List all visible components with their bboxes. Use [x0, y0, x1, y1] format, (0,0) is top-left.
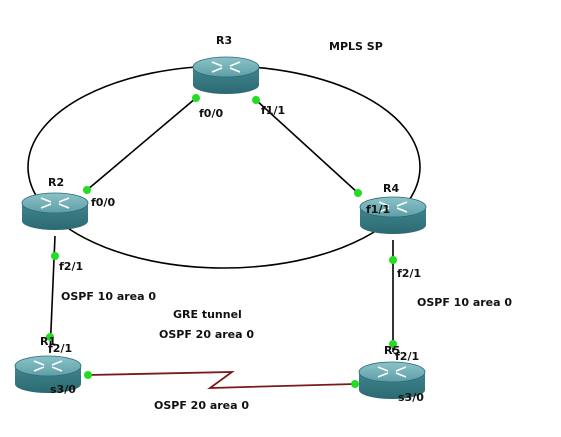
- router-r3-icon: [192, 56, 260, 94]
- port-dot-r2-f00: [83, 186, 91, 194]
- r1-s30-label: s3/0: [50, 383, 76, 396]
- r4-f21-label: f2/1: [397, 267, 422, 280]
- router-r4-label: R4: [383, 182, 400, 195]
- mpls-cloud-ellipse: [27, 65, 421, 269]
- r3-f11-label: f1/1: [261, 104, 286, 117]
- port-dot-r1-s30: [84, 371, 92, 379]
- router-r1-label: R1: [40, 335, 57, 348]
- port-dot-r4-f11: [354, 189, 362, 197]
- port-dot-r5-f21: [389, 340, 397, 348]
- r4-f11-label: f1/1: [366, 203, 391, 216]
- link-r1-r5-serial: [87, 371, 356, 389]
- serial-area-annotation: OSPF 20 area 0: [154, 399, 250, 412]
- port-dot-r4-f21: [389, 256, 397, 264]
- port-dot-r3-f00: [192, 94, 200, 102]
- gre-area-annotation: OSPF 20 area 0: [159, 328, 255, 341]
- ospf-left-annotation: OSPF 10 area 0: [61, 290, 157, 303]
- r2-f21-label: f2/1: [59, 260, 84, 273]
- mpls-sp-label: MPLS SP: [329, 40, 383, 53]
- link-r3-r2: [86, 97, 197, 191]
- r1-f21-label: f2/1: [48, 342, 73, 355]
- ospf-right-annotation: OSPF 10 area 0: [417, 296, 513, 309]
- link-r3-r4: [255, 99, 359, 194]
- router-r5-icon: [358, 361, 426, 399]
- port-dots: [46, 94, 397, 388]
- router-r3-label: R3: [216, 34, 233, 47]
- port-dot-r5-s30: [351, 380, 359, 388]
- r5-s30-label: s3/0: [398, 391, 424, 404]
- r2-f00-label: f0/0: [91, 196, 116, 209]
- port-dot-r2-f21: [51, 252, 59, 260]
- router-r4-icon: [359, 196, 427, 234]
- router-r1-icon: [14, 355, 82, 393]
- gre-tunnel-annotation: GRE tunnel: [173, 308, 242, 321]
- router-r2-icon: [21, 192, 89, 230]
- router-r2-label: R2: [48, 176, 65, 189]
- port-dot-r3-f11: [252, 96, 260, 104]
- r3-f00-label: f0/0: [199, 107, 224, 120]
- router-r5-label: R5: [384, 344, 401, 357]
- port-dot-r1-f21: [46, 333, 54, 341]
- r5-f21-label: f2/1: [395, 350, 420, 363]
